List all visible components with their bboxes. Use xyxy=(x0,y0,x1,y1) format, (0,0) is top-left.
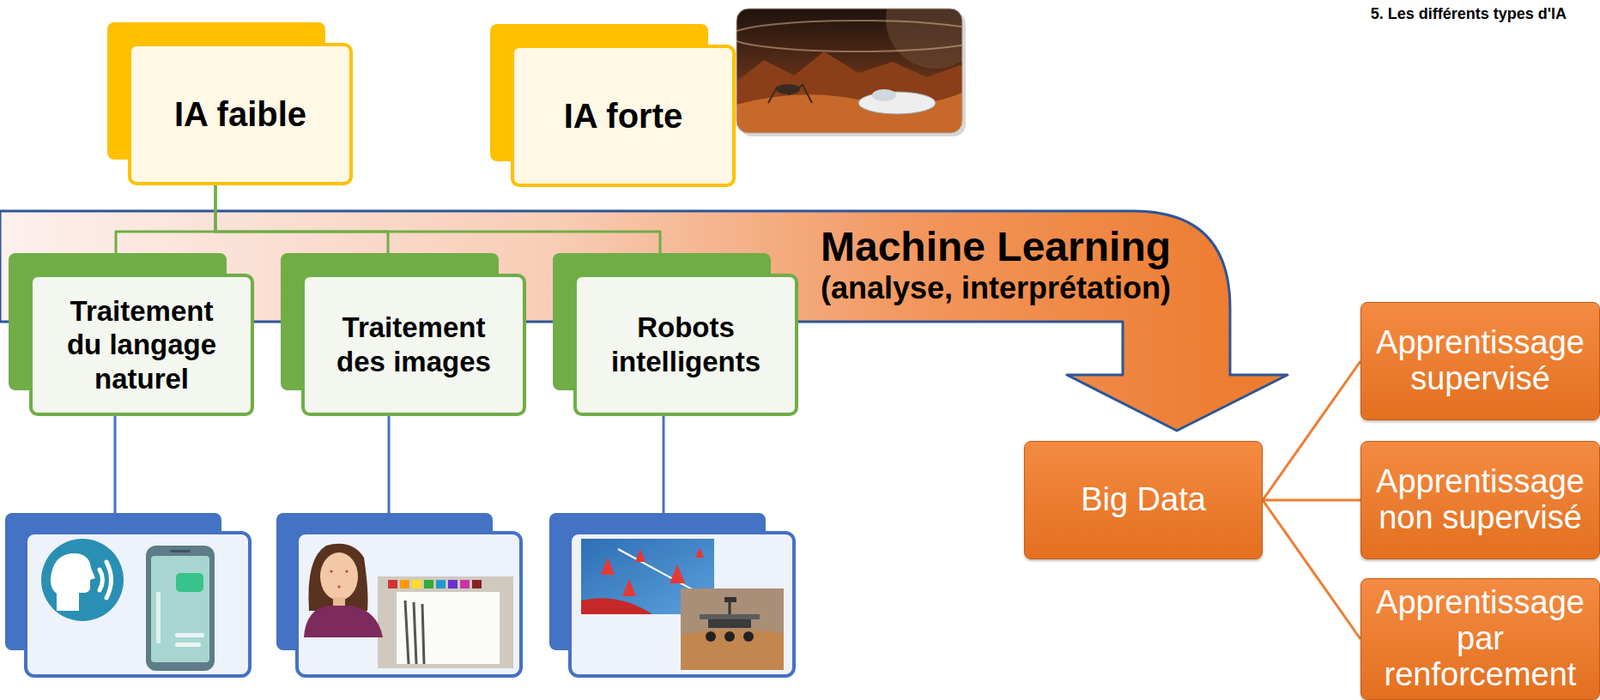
node-label: IA faible xyxy=(141,93,340,135)
creature-legs xyxy=(768,84,813,104)
example-box xyxy=(25,533,250,677)
traffic-cone xyxy=(635,549,646,563)
rover-mast xyxy=(728,601,732,615)
paper-sheet xyxy=(396,592,500,665)
node-label: Traitement des images xyxy=(327,310,500,379)
paint-pan xyxy=(460,580,470,589)
tracking-dot xyxy=(337,585,340,588)
connector-line xyxy=(215,185,388,254)
box-face: Traitement des images xyxy=(301,273,527,417)
palette-photo xyxy=(377,576,514,669)
band-subheading: (analyse, interprétation) xyxy=(798,270,1194,306)
planet xyxy=(885,8,963,69)
paint-pan xyxy=(472,580,482,589)
box-face: Robots intelligents xyxy=(573,273,799,417)
paint-pan xyxy=(412,580,422,589)
box-face: Traitement du langage naturel xyxy=(29,273,255,417)
paint-pan xyxy=(400,580,410,589)
leader-line xyxy=(387,416,391,514)
node-label: Apprentissage par renforcement xyxy=(1371,585,1589,693)
rover-wheel xyxy=(705,631,716,643)
example-box xyxy=(296,533,522,677)
paint-brush xyxy=(405,600,409,665)
traffic-cone xyxy=(600,557,615,576)
woman-hair xyxy=(308,544,368,612)
connector-line xyxy=(1262,361,1361,501)
paint-pan xyxy=(448,580,458,589)
speaking-head xyxy=(50,553,96,612)
tracking-dot xyxy=(345,569,348,573)
mountains xyxy=(736,51,963,134)
phone-stripe xyxy=(156,592,161,644)
learning-type-box: Apprentissage supervisé xyxy=(1360,302,1600,421)
phone-body xyxy=(145,545,215,672)
chat-line xyxy=(175,633,205,638)
ai-field-box: Robots intelligents xyxy=(552,253,799,417)
woman-face xyxy=(320,552,358,601)
traffic-cone xyxy=(669,564,685,584)
node-label: Apprentissage supervisé xyxy=(1371,325,1589,398)
red-floor-patch xyxy=(581,598,653,615)
mars-ground xyxy=(680,629,784,671)
chat-bubble xyxy=(175,573,204,593)
traffic-cone xyxy=(622,579,637,597)
creature-body xyxy=(775,84,800,95)
paint-pan xyxy=(436,580,446,589)
speech-icon xyxy=(41,539,124,622)
connector-line xyxy=(215,185,661,254)
spaceship xyxy=(858,91,936,115)
data-box: Big Data xyxy=(1024,441,1263,560)
slide-title: 5. Les différents types d'IA xyxy=(1370,5,1567,25)
planet-ring xyxy=(736,20,963,52)
node-label: Traitement du langage naturel xyxy=(55,294,228,397)
band-heading: Machine Learning xyxy=(798,223,1194,271)
node-label: Apprentissage non supervisé xyxy=(1371,464,1589,537)
ai-field-box: Traitement du langage naturel xyxy=(8,253,255,417)
header-bar: 5. Les différents types d'IA xyxy=(1370,5,1567,25)
connector-line xyxy=(1262,499,1361,503)
paint-brush xyxy=(422,604,425,665)
rover-photo xyxy=(680,588,784,671)
paint-brush xyxy=(413,602,417,665)
box-face: IA faible xyxy=(127,42,353,186)
arrow-band-outline xyxy=(0,211,1288,431)
traffic-cone xyxy=(695,547,704,558)
paint-pan xyxy=(424,580,434,589)
rover-wheel xyxy=(743,631,754,643)
paint-pan xyxy=(387,580,398,589)
chat-line xyxy=(175,642,201,648)
phone-speaker xyxy=(169,550,191,553)
example-box xyxy=(569,533,794,677)
tracking-dot xyxy=(329,569,333,573)
spaceship-dome xyxy=(872,89,897,102)
band-label-group: Machine Learning(analyse, interprétation… xyxy=(798,223,1194,307)
space-scene xyxy=(736,8,963,134)
node-label: Big Data xyxy=(1035,482,1252,519)
node-label: IA forte xyxy=(524,95,722,137)
learning-type-box: Apprentissage non supervisé xyxy=(1360,441,1600,560)
connector-line xyxy=(115,185,216,254)
woman-shirt xyxy=(303,606,383,638)
ai-kind-box: IA faible xyxy=(107,22,353,186)
box-face: IA forte xyxy=(510,44,736,188)
rover-wheel xyxy=(724,631,735,643)
ai-field-box: Traitement des images xyxy=(280,253,527,417)
connector-line xyxy=(1262,500,1361,640)
sound-wave xyxy=(99,569,104,591)
rover-body xyxy=(708,619,752,629)
rover-panel xyxy=(699,614,760,620)
photo-frame xyxy=(736,8,963,134)
learning-type-box: Apprentissage par renforcement xyxy=(1360,578,1600,700)
leader-line xyxy=(662,416,666,514)
node-label: Robots intelligents xyxy=(600,310,772,379)
rover-camera xyxy=(724,597,737,603)
leader-line xyxy=(114,416,117,514)
sound-wave xyxy=(106,562,112,599)
ai-kind-box: IA forte xyxy=(490,24,736,188)
phone-screen xyxy=(151,556,210,663)
